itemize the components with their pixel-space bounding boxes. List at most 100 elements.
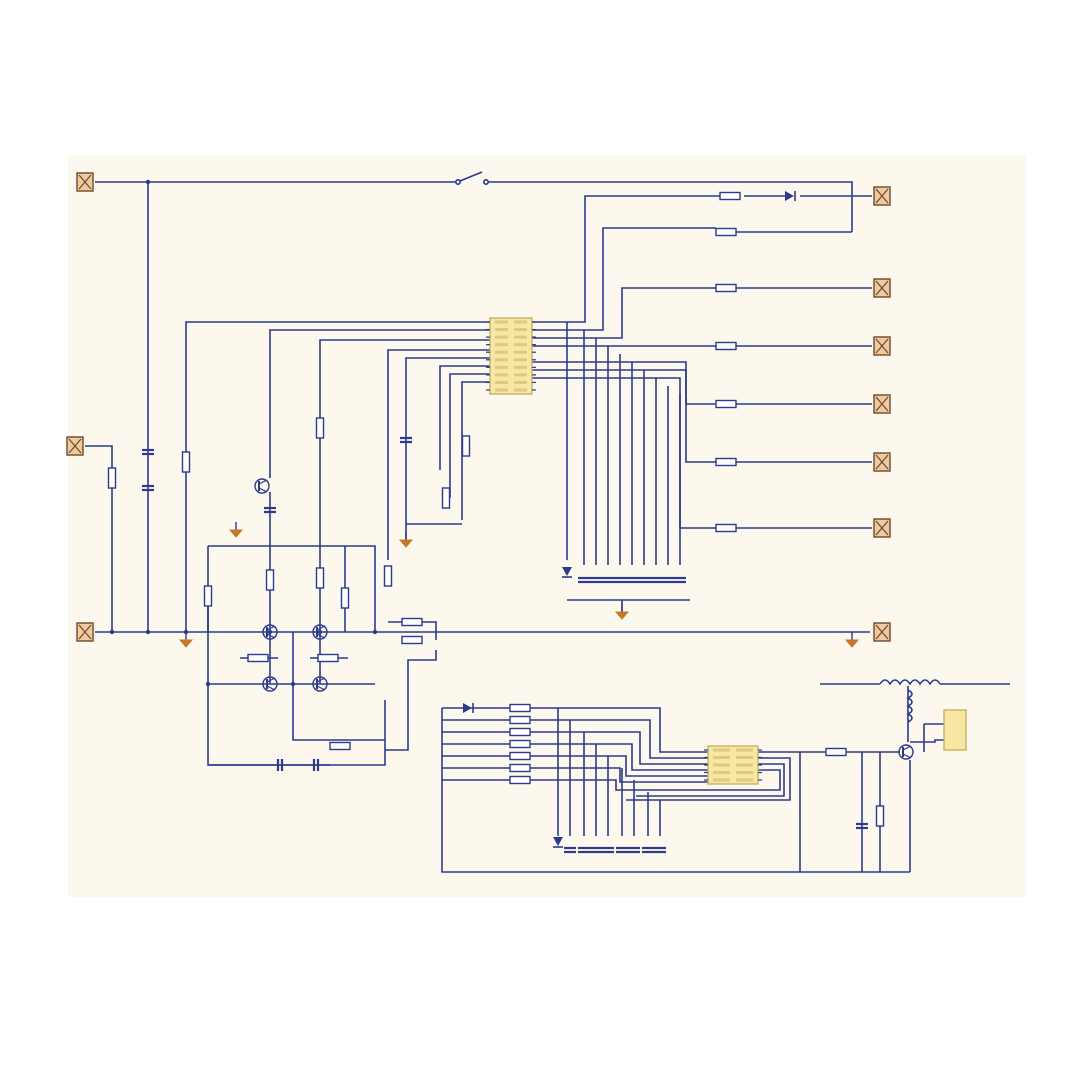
wire-ic2-out-2 <box>626 757 791 801</box>
wire-bus-g <box>449 373 490 498</box>
ic-pin-label-mark <box>514 343 527 347</box>
wire-junction <box>290 681 296 687</box>
transistor-icon <box>262 624 278 640</box>
led-icon <box>463 703 474 713</box>
resistor-icon <box>181 451 191 473</box>
resistor-icon <box>509 715 531 725</box>
transistor-body <box>312 624 328 640</box>
resistor-icon <box>715 341 737 351</box>
square-x-pad-icon <box>873 394 891 414</box>
connector-cross <box>78 624 92 640</box>
ic-pin-label-mark <box>736 763 753 767</box>
wire-ic2-in-2 <box>530 719 708 759</box>
resistor-icon <box>340 587 350 609</box>
resistor-icon <box>317 653 339 663</box>
transistor-emitter <box>258 487 268 493</box>
wire-junction <box>317 629 323 635</box>
ic-chip-icon <box>704 745 762 785</box>
resistor-icon <box>509 703 531 713</box>
capacitor-icon <box>674 576 686 584</box>
inductor-coil-horizontal <box>879 679 941 686</box>
resistor-icon <box>247 653 269 663</box>
led-group <box>463 191 796 848</box>
resistor-icon <box>203 585 213 607</box>
connector-cross <box>875 188 889 204</box>
connector-cross <box>875 520 889 536</box>
transistor-icon <box>312 624 328 640</box>
resistor-icon <box>401 617 423 627</box>
ic-pin-label-mark <box>495 320 508 324</box>
resistor-icon <box>401 635 423 645</box>
transistor-emitter <box>902 753 912 759</box>
led-icon <box>785 191 796 201</box>
resistor-icon <box>875 805 885 827</box>
led-body <box>553 837 563 846</box>
ic-pin-label-mark <box>514 320 527 324</box>
resistor-icon <box>509 727 531 737</box>
switch-lever <box>459 171 483 182</box>
connector-cross <box>78 174 92 190</box>
led-body <box>785 191 794 201</box>
schematic-paper <box>68 155 1026 897</box>
capacitor-icon <box>564 846 576 854</box>
ic-pin-label-mark <box>514 350 527 354</box>
resistor-group <box>107 191 885 827</box>
ic-pin-label-mark <box>495 343 508 347</box>
wire-ic2-in-7 <box>530 769 781 791</box>
ic-pin-label-mark <box>514 373 527 377</box>
transistor-group <box>254 478 914 760</box>
ground-group <box>178 522 860 648</box>
ic-pin-label-mark <box>495 328 508 332</box>
capacitor-icon <box>638 576 650 584</box>
ic-pin-label-mark <box>495 365 508 369</box>
square-x-pad-icon <box>76 172 94 192</box>
capacitor-group <box>142 436 868 854</box>
wire-array-upper <box>566 322 681 565</box>
wire-bus-h <box>461 381 490 520</box>
wire-ic2-in-5 <box>530 755 708 777</box>
transistor-collector <box>316 677 326 683</box>
wire-group <box>85 181 1010 873</box>
resistor-icon <box>315 567 325 589</box>
resistor-icon <box>315 417 325 439</box>
wire-lower-bus <box>441 708 910 873</box>
ic-pin-label-mark <box>514 358 527 362</box>
transistor-icon <box>898 744 914 760</box>
wire-ic2-in-6 <box>530 767 708 783</box>
capacitor-icon <box>602 846 614 854</box>
switch-contact-a <box>454 179 461 186</box>
capacitor-icon <box>264 506 276 514</box>
transistor-emitter <box>316 633 326 639</box>
square-x-pad-icon <box>873 622 891 642</box>
wire-junction <box>267 629 273 635</box>
resistor-icon <box>509 775 531 785</box>
square-x-pad-icon <box>66 436 84 456</box>
wire-bus-e <box>405 357 490 540</box>
capacitor-icon <box>578 846 590 854</box>
resistor-icon <box>509 739 531 749</box>
capacitor-icon <box>856 822 868 830</box>
resistor-icon <box>715 227 737 237</box>
connector-cross <box>875 338 889 354</box>
capacitor-icon <box>142 484 154 492</box>
wire-tr-box-1 <box>208 545 376 632</box>
resistor-icon <box>509 763 531 773</box>
transistor-collector <box>258 479 268 485</box>
switch-icon <box>454 171 489 186</box>
resistor-icon <box>329 741 351 751</box>
wire-left-mid <box>85 445 113 632</box>
wire-bus-b <box>269 329 490 478</box>
capacitor-icon <box>628 846 640 854</box>
transistor-body <box>312 676 328 692</box>
resistor-icon <box>441 487 451 509</box>
wire-top-rail <box>95 181 853 232</box>
capacitor-icon <box>662 576 674 584</box>
wire-ic2-in-1 <box>530 707 708 753</box>
transistor-collector <box>902 745 912 751</box>
capacitor-icon <box>590 846 602 854</box>
wire-bus-d <box>387 349 490 560</box>
wire-lower-array <box>557 708 661 836</box>
ground-symbol <box>228 529 244 538</box>
transistor-body <box>262 676 278 692</box>
